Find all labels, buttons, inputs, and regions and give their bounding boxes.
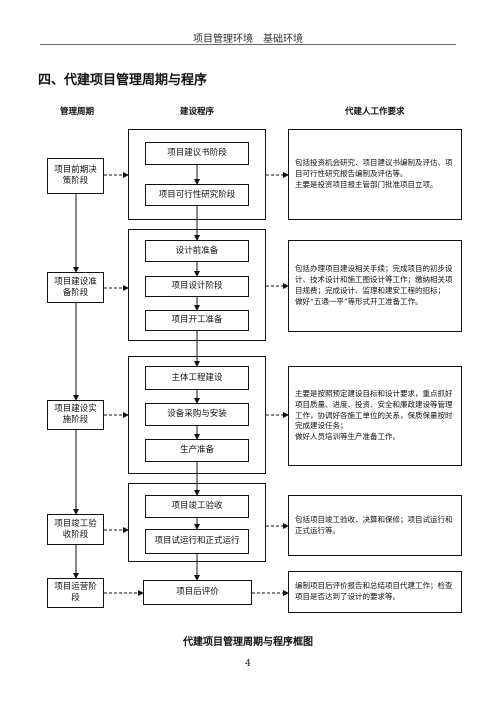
requirement-box-preparation: 包括办理项目建设相关手续；完成项目的初步设计、技术设计和施工图设计等工作；缴纳相… (288, 240, 462, 332)
phase-box-operation: 项目运营阶段 (47, 578, 104, 608)
step-pre-design: 设计前准备 (145, 240, 249, 262)
step-equipment: 设备采购与安装 (145, 403, 249, 426)
requirement-box-decision: 包括投资机会研究、项目建议书编制及评估、项目可行性研究报告编制及评估等。主要是投… (288, 129, 462, 220)
step-design: 项目设计阶段 (145, 276, 249, 297)
step-production-prep: 生产准备 (145, 439, 249, 462)
column-header-requirements: 代建人工作要求 (345, 107, 405, 117)
column-header-cycle: 管理周期 (60, 107, 95, 117)
step-post-evaluation: 项目后评价 (143, 580, 252, 605)
phase-box-decision: 项目前期决策阶段 (47, 158, 104, 194)
step-group-implementation (128, 356, 266, 474)
requirement-box-operation: 编制项目后评价报告和总结项目代建工作；检查项目是否达到了设计的要求等。 (288, 571, 462, 613)
step-main-construction: 主体工程建设 (145, 366, 249, 390)
step-trial-operation: 项目试运行和正式运行 (145, 529, 249, 554)
header-rule (40, 44, 456, 45)
column-header-procedure: 建设程序 (180, 107, 215, 117)
figure-caption: 代建项目管理周期与程序框图 (183, 637, 313, 648)
running-header: 项目管理环境 基础环境 (193, 34, 303, 45)
page-number: 4 (245, 659, 251, 669)
step-start-prep: 项目开工准备 (145, 310, 249, 331)
requirement-box-acceptance: 包括项目竣工验收、决算和保修；项目试运行和正式运行等。 (288, 495, 462, 556)
phase-box-implementation: 项目建设实施阶段 (47, 400, 104, 430)
phase-box-acceptance: 项目竣工验收阶段 (47, 514, 104, 545)
step-group-decision (128, 129, 266, 220)
step-completion-acceptance: 项目竣工验收 (145, 495, 249, 518)
section-title: 四、代建项目管理周期与程序 (38, 73, 208, 88)
step-feasibility-study: 项目可行性研究阶段 (145, 184, 249, 206)
step-group-acceptance (128, 483, 266, 562)
step-group-preparation (128, 229, 266, 341)
requirement-box-implementation: 主要是按照预定建设目标和设计要求，重点抓好项目质量、进度、投资、安全和廉政建设等… (288, 366, 462, 466)
step-project-proposal: 项目建议书阶段 (145, 142, 249, 165)
phase-box-preparation: 项目建设准备阶段 (47, 272, 104, 303)
